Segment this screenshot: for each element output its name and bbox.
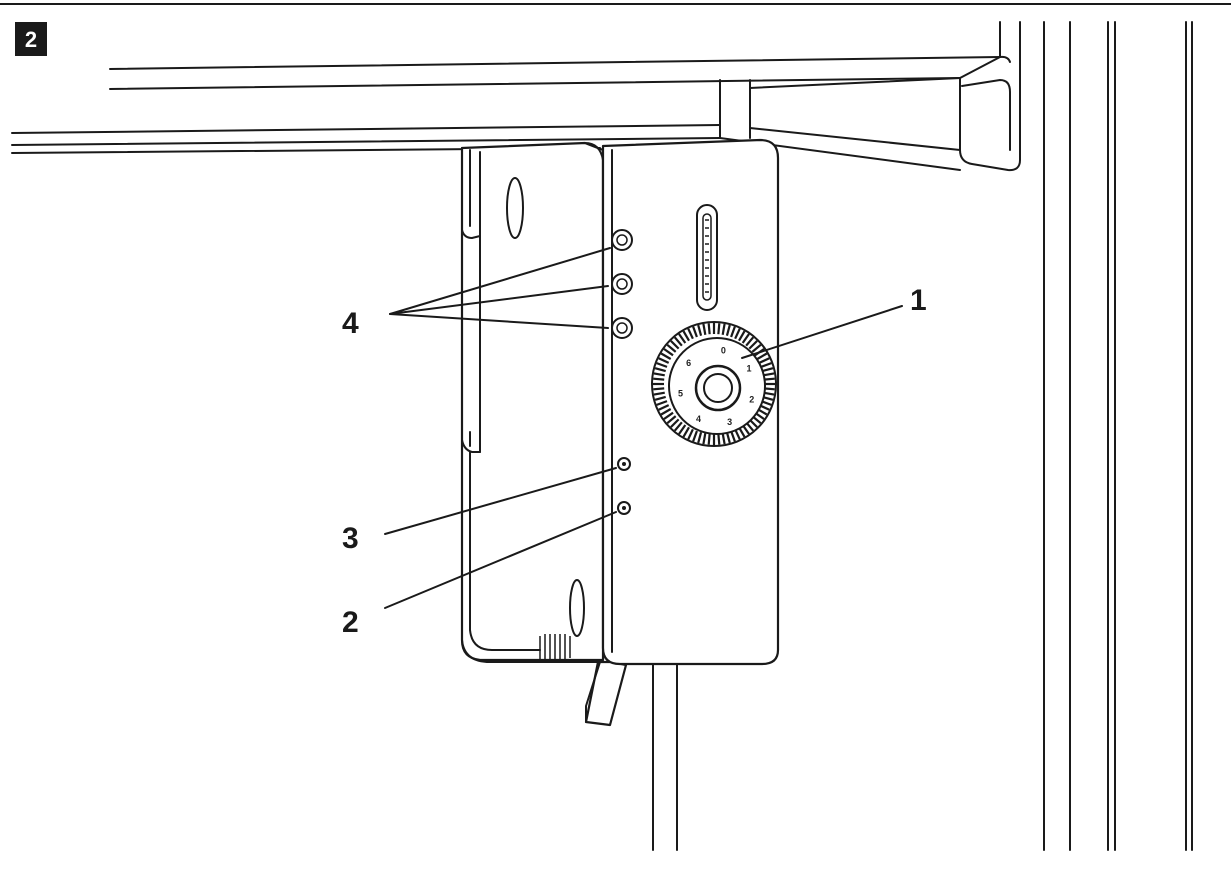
dial-knurl-tick [658, 357, 670, 364]
dial-knurl-tick [660, 352, 672, 360]
small-indicators [617, 457, 631, 515]
dial-knurl-tick [653, 387, 665, 391]
dial-knurl-tick [673, 421, 683, 432]
dial-knurl-tick [697, 324, 703, 336]
dial-knurl-tick [707, 433, 711, 445]
dial-knurl-tick [751, 343, 762, 353]
callout-2: 2 [342, 606, 359, 639]
temperature-dial: 0 1 2 3 4 5 6 [651, 321, 777, 447]
dial-knurl-tick [656, 362, 668, 368]
cabinet-ceiling [11, 21, 1021, 172]
dial-knurl-tick [687, 328, 694, 340]
figure-number: 2 [25, 27, 37, 52]
dial-knurl-tick [687, 428, 694, 440]
figure-number-badge: 2 [15, 22, 47, 56]
dial-knurl-tick [717, 433, 721, 445]
dial-knurl-tick [663, 411, 674, 420]
thermostat-housing-side [460, 141, 628, 727]
callout-1: 1 [910, 284, 927, 317]
dial-knurl-tick [670, 340, 680, 350]
dial-mark: 5 [678, 388, 683, 398]
dial-knurl-tick [678, 333, 687, 344]
dial-knurl-tick [673, 336, 683, 347]
dial-knurl-tick [741, 333, 750, 344]
dial-knurl-tick [738, 330, 746, 342]
dial-knurl-tick [730, 326, 736, 338]
dial-knurl-tick [656, 400, 668, 406]
dial-knurl-tick [721, 433, 726, 445]
dial-knurl-tick [653, 391, 665, 396]
dial-knurl-tick [658, 404, 670, 411]
dial-mark: 6 [686, 358, 691, 368]
dial-knurl-tick [734, 328, 741, 340]
dial-knurl-tick [717, 323, 721, 335]
callout-leaders [384, 247, 903, 609]
dial-knurl-tick [660, 408, 672, 416]
lower-rods [652, 659, 678, 851]
dial-knurl-tick [748, 340, 758, 350]
dial-knurl-tick [762, 367, 774, 373]
dial-knurl-tick [697, 432, 703, 444]
dial-knurl-tick [666, 415, 677, 425]
dial-knurl-tick [670, 418, 680, 428]
dial-knurl-tick [666, 343, 677, 353]
dial-knurl-tick [721, 323, 726, 335]
dial-knurl-tick [653, 377, 665, 381]
dial-mark: 0 [721, 346, 726, 356]
dial-knurl-tick [725, 324, 731, 336]
dial-knurl-tick [682, 330, 690, 342]
callout-4: 4 [342, 307, 359, 340]
dial-knurl-tick [682, 426, 690, 438]
dial-knurl-tick [702, 323, 707, 335]
dial-knurl-tick [760, 362, 772, 368]
dial-mark: 3 [727, 417, 732, 427]
cabinet-side-wall [1043, 21, 1193, 851]
dial-knurl-tick [763, 372, 775, 377]
dial-knurl-tick [758, 357, 770, 364]
dial-knurl-tick [663, 348, 674, 357]
dial-knurl-tick [654, 367, 666, 373]
dial-mark: 2 [749, 395, 754, 405]
dial-knurl-tick [654, 395, 666, 401]
indicator-lights [611, 229, 633, 339]
light-slot [696, 204, 718, 311]
dial-mark: 4 [696, 414, 701, 424]
dial-knurl-tick [707, 323, 711, 335]
dial-knurl-tick [725, 432, 731, 444]
callout-3: 3 [342, 522, 359, 555]
dial-knurl-tick [678, 424, 687, 435]
dial-knurl-tick [653, 372, 665, 377]
dial-knurl-tick [702, 433, 707, 445]
dial-knurl-tick [763, 377, 775, 381]
dial-mark: 1 [747, 364, 752, 374]
dial-knurl-tick [756, 352, 768, 360]
dial-knurl-tick [692, 430, 698, 442]
dial-knurl-tick [745, 336, 755, 347]
dial-knurl-tick [692, 326, 698, 338]
